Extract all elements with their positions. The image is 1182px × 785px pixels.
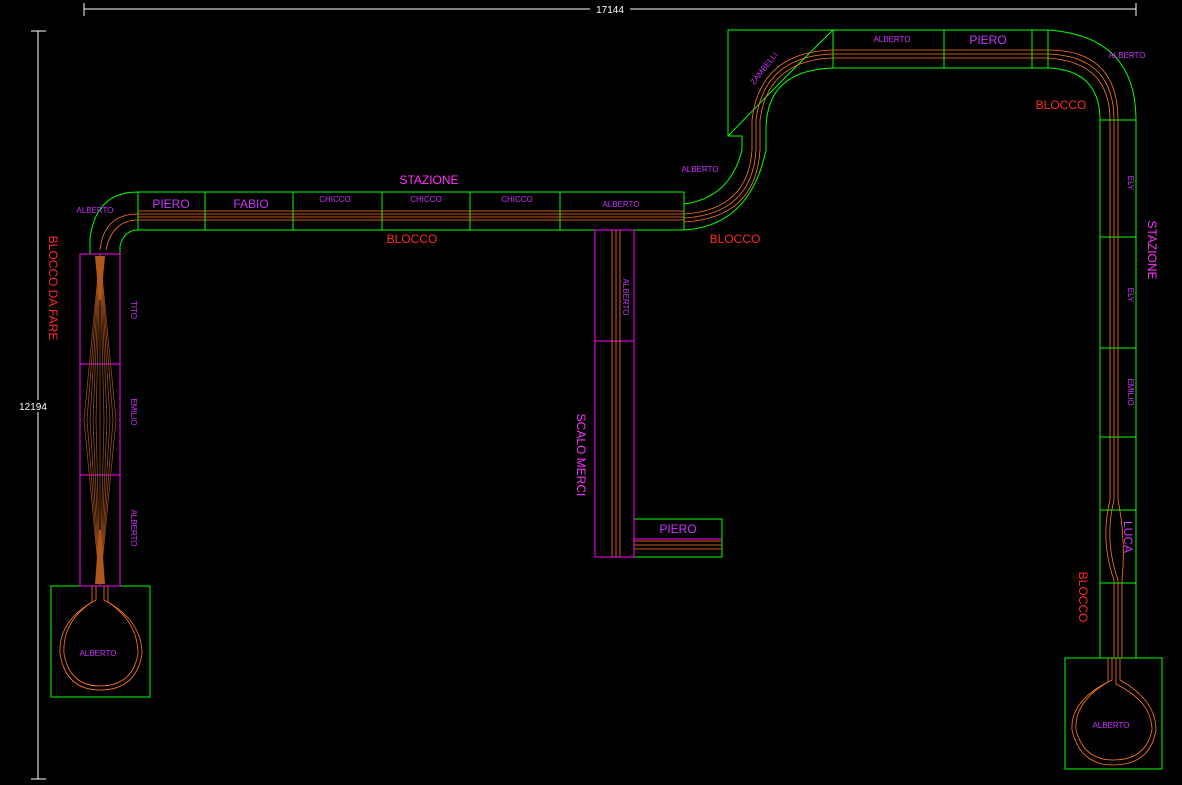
dimension-lines [31, 3, 1137, 780]
module-label-zambelli: ZAMBELLI [749, 50, 780, 86]
module-label-alberto-top: ALBERTO [602, 200, 639, 209]
right-column-labels: ELY ELY EMILIO LUCA [1121, 176, 1135, 553]
module-label-chicco-2: CHICCO [410, 195, 442, 204]
block-label-main: BLOCCO [387, 232, 438, 246]
module-label-emilio-left: EMILIO [129, 398, 138, 425]
upper-right-labels: ZAMBELLI ALBERTO PIERO ALBERTO ALBERTO A… [76, 33, 1145, 215]
staging-throat-bottom [95, 530, 105, 584]
freight-yard-label: SCALO MERCI [574, 414, 588, 497]
block-label-right: BLOCCO [1076, 572, 1090, 623]
module-label-alberto-left-corner: ALBERTO [76, 206, 113, 215]
module-label-alberto-corner: ALBERTO [1108, 51, 1145, 60]
loop-label-left: ALBERTO [79, 649, 116, 658]
module-label-tito: TITO [129, 301, 138, 319]
block-label-upper-right: BLOCCO [1036, 98, 1087, 112]
block-label-to-do: BLOCCO DA FARE [46, 236, 60, 341]
module-label-piero-yard: PIERO [659, 522, 696, 536]
module-label-emilio-right: EMILIO [1126, 378, 1135, 405]
yard-labels: ALBERTO PIERO [621, 278, 697, 536]
module-label-piero: PIERO [152, 197, 189, 211]
station-label-top: STAZIONE [399, 173, 458, 187]
baseboard-outlines [50, 29, 1163, 770]
module-label-ely-1: ELY [1126, 176, 1135, 191]
block-label-curve: BLOCCO [710, 232, 761, 246]
module-label-chicco-1: CHICCO [319, 195, 351, 204]
track [59, 49, 1157, 766]
module-label-alberto-upper: ALBERTO [873, 35, 910, 44]
width-dimension: 17144 [596, 5, 624, 16]
staging-throat-top [95, 256, 105, 300]
module-label-fabio: FABIO [233, 197, 268, 211]
left-column-labels: TITO EMILIO ALBERTO [129, 301, 138, 547]
module-label-alberto-yard: ALBERTO [621, 278, 630, 315]
module-label-piero-upper: PIERO [969, 33, 1006, 47]
module-label-alberto-curve: ALBERTO [681, 165, 718, 174]
station-label-right: STAZIONE [1145, 220, 1159, 279]
top-row-labels: PIERO FABIO CHICCO CHICCO CHICCO ALBERTO [152, 195, 639, 211]
height-dimension: 12194 [19, 402, 47, 413]
module-label-alberto-left: ALBERTO [129, 509, 138, 546]
module-label-luca: LUCA [1121, 521, 1135, 553]
module-label-chicco-3: CHICCO [501, 195, 533, 204]
loop-label-right: ALBERTO [1092, 721, 1129, 730]
staging-fan [83, 253, 117, 587]
module-label-ely-2: ELY [1126, 288, 1135, 303]
